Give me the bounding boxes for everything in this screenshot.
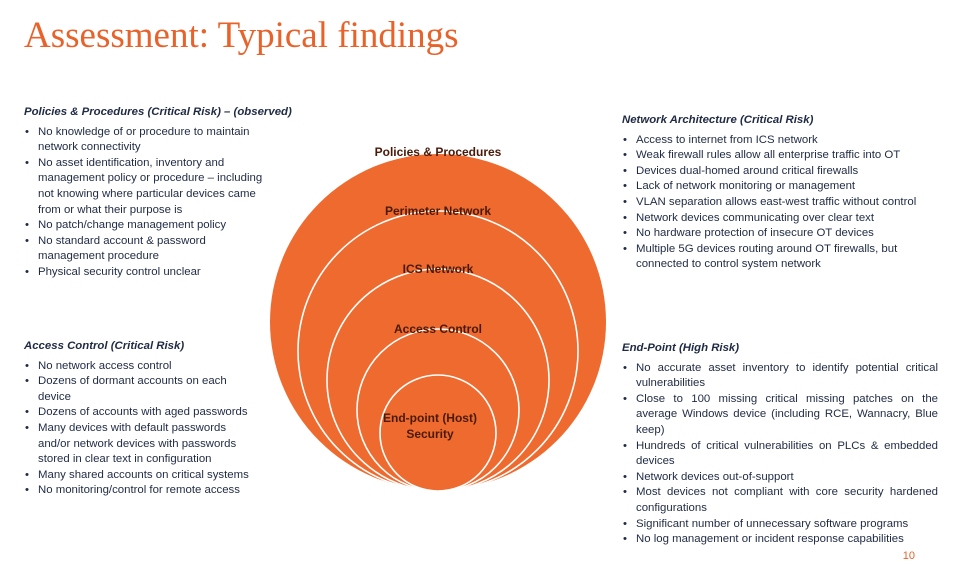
ring-label-perimeter: Perimeter Network	[385, 204, 491, 218]
ring-endpoint	[379, 374, 497, 492]
list-item: Hundreds of critical vulnerabilities on …	[622, 439, 938, 470]
slide-title: Assessment: Typical findings	[24, 15, 459, 56]
access-list: No network access control Dozens of dorm…	[24, 359, 260, 499]
list-item: Lack of network monitoring or management	[622, 179, 942, 195]
list-item: No asset identification, inventory and m…	[24, 156, 274, 218]
list-item: Many devices with default passwords and/…	[24, 421, 260, 468]
list-item: No network access control	[24, 359, 260, 375]
page-number: 10	[902, 550, 915, 562]
endpoint-list: No accurate asset inventory to identify …	[622, 361, 938, 548]
list-item: No knowledge of or procedure to maintain…	[24, 125, 274, 156]
network-heading: Network Architecture (Critical Risk)	[622, 114, 814, 126]
list-item: No monitoring/control for remote access	[24, 483, 260, 499]
list-item: Weak firewall rules allow all enterprise…	[622, 148, 942, 164]
ring-label-ics: ICS Network	[403, 262, 474, 276]
access-control-panel: Access Control (Critical Risk) No networ…	[24, 339, 260, 499]
policies-list: No knowledge of or procedure to maintain…	[24, 125, 274, 281]
list-item: Physical security control unclear	[24, 265, 274, 281]
list-item: Access to internet from ICS network	[622, 133, 942, 149]
network-architecture-panel: Network Architecture (Critical Risk) Acc…	[622, 113, 942, 273]
policies-heading: Policies & Procedures (Critical Risk) – …	[24, 106, 292, 118]
list-item: No log management or incident response c…	[622, 532, 938, 548]
list-item: VLAN separation allows east-west traffic…	[622, 195, 942, 211]
list-item: Dozens of dormant accounts on each devic…	[24, 374, 260, 405]
endpoint-panel: End-Point (High Risk) No accurate asset …	[622, 341, 938, 548]
ring-label-endpoint-line1: End-point (Host)	[383, 411, 477, 425]
list-item: Close to 100 missing critical missing pa…	[622, 392, 938, 439]
list-item: Network devices out-of-support	[622, 470, 938, 486]
policies-panel: Policies & Procedures (Critical Risk) – …	[24, 105, 292, 281]
list-item: Multiple 5G devices routing around OT fi…	[622, 242, 942, 273]
list-item: Significant number of unnecessary softwa…	[622, 517, 938, 533]
ring-label-policies: Policies & Procedures	[375, 145, 502, 159]
list-item: Devices dual-homed around critical firew…	[622, 164, 942, 180]
endpoint-heading: End-Point (High Risk)	[622, 342, 740, 354]
access-heading: Access Control (Critical Risk)	[24, 340, 185, 352]
ring-label-access: Access Control	[394, 322, 482, 336]
list-item: Network devices communicating over clear…	[622, 211, 942, 227]
list-item: Most devices not compliant with core sec…	[622, 485, 938, 516]
list-item: No hardware protection of insecure OT de…	[622, 226, 942, 242]
list-item: Many shared accounts on critical systems	[24, 468, 260, 484]
list-item: Dozens of accounts with aged passwords	[24, 405, 260, 421]
list-item: No accurate asset inventory to identify …	[622, 361, 938, 392]
list-item: No standard account & password managemen…	[24, 234, 274, 265]
network-list: Access to internet from ICS network Weak…	[622, 133, 942, 273]
ring-label-endpoint-line2: Security	[406, 427, 454, 441]
list-item: No patch/change management policy	[24, 218, 274, 234]
